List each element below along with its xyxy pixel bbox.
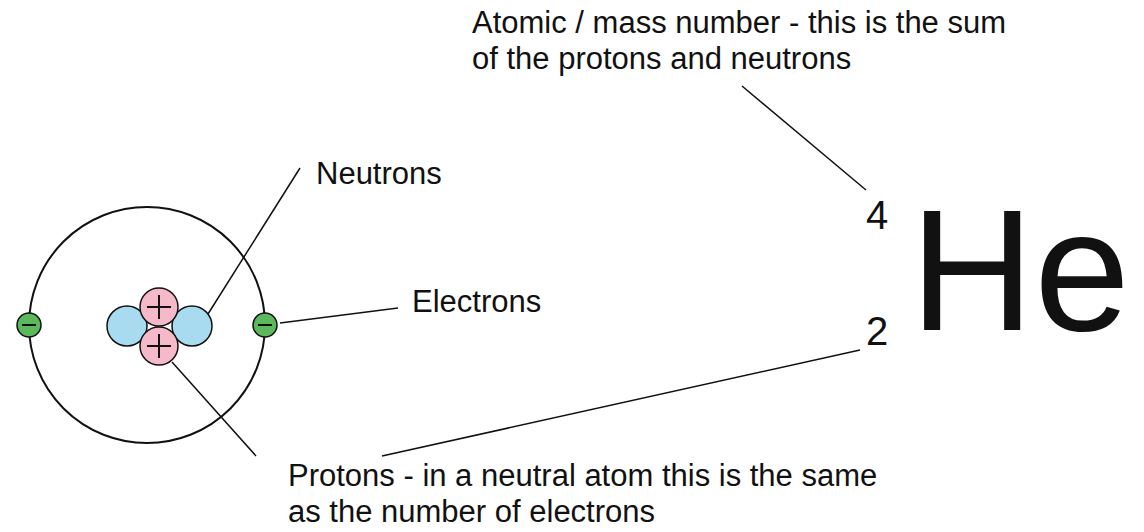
leader-line: [208, 168, 300, 314]
proton: [140, 288, 178, 326]
plus-sign: [147, 334, 171, 358]
callout-note: Atomic / mass number - this is the sum o…: [472, 5, 1028, 77]
minus-sign: [258, 324, 272, 326]
electron: [253, 313, 277, 337]
electron-shell: [29, 207, 265, 443]
atomic-number: 2: [866, 311, 888, 351]
element-symbol: He: [910, 184, 1130, 356]
nucleus: [107, 288, 212, 365]
proton: [140, 327, 178, 365]
part-label: Electrons: [412, 284, 541, 320]
part-label: Neutrons: [316, 156, 442, 192]
leader-line: [742, 86, 866, 190]
minus-sign: [22, 324, 36, 326]
plus-sign: [147, 295, 171, 319]
leader-line: [280, 308, 398, 323]
leader-line: [172, 362, 256, 456]
leader-line: [382, 350, 860, 456]
electron: [17, 313, 41, 337]
callout-note: Protons - in a neutral atom this is the …: [288, 458, 900, 530]
mass-number: 4: [866, 195, 888, 235]
